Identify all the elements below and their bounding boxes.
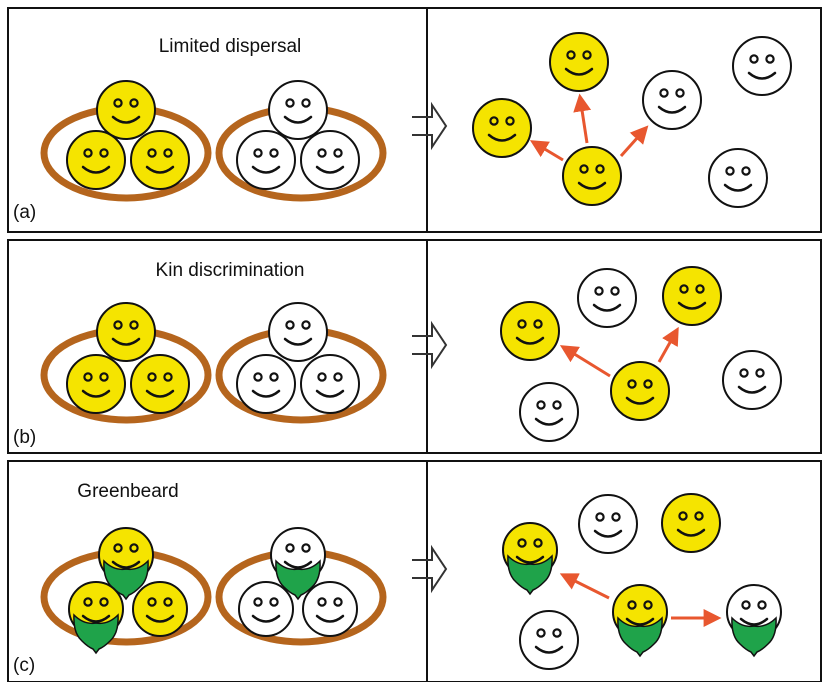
transition-arrow — [412, 101, 448, 151]
yellow-face — [130, 354, 190, 414]
white-face-bearded — [726, 584, 782, 657]
panel-c-title: Greenbeard — [77, 481, 178, 502]
yellow-face-bearded — [68, 581, 124, 654]
white-face — [708, 148, 768, 208]
yellow-face — [472, 98, 532, 158]
yellow-face — [96, 302, 156, 362]
panel-b-letter: (b) — [13, 427, 36, 448]
dispersal-arrow — [559, 573, 610, 600]
white-face — [300, 354, 360, 414]
yellow-face — [132, 581, 188, 637]
white-face — [236, 354, 296, 414]
white-face — [642, 70, 702, 130]
panel-c-right-box — [426, 460, 822, 682]
yellow-face — [130, 130, 190, 190]
yellow-face-bearded — [612, 584, 668, 657]
yellow-face — [661, 493, 721, 553]
yellow-face — [96, 80, 156, 140]
panel-a-title: Limited dispersal — [159, 36, 302, 57]
white-face — [236, 130, 296, 190]
panel-c: Greenbeard (c) — [7, 460, 822, 682]
white-face — [519, 610, 579, 670]
transition-arrow — [412, 320, 448, 370]
white-face — [732, 36, 792, 96]
dispersal-arrow — [559, 345, 611, 378]
white-face — [300, 130, 360, 190]
panel-a: Limited dispersal (a) — [7, 7, 822, 233]
dispersal-arrow — [619, 125, 649, 157]
white-face — [519, 382, 579, 442]
white-face-bearded — [270, 527, 326, 600]
panel-a-letter: (a) — [13, 202, 36, 223]
white-face — [268, 302, 328, 362]
white-face — [722, 350, 782, 410]
panel-c-letter: (c) — [13, 655, 35, 676]
yellow-face — [610, 361, 670, 421]
transition-arrow — [412, 544, 448, 594]
panel-a-right-box — [426, 7, 822, 233]
panel-b-right-box — [426, 239, 822, 454]
yellow-face — [549, 32, 609, 92]
yellow-face — [562, 146, 622, 206]
dispersal-arrow — [573, 93, 592, 144]
yellow-face — [66, 130, 126, 190]
dispersal-arrow — [529, 140, 564, 162]
yellow-face — [66, 354, 126, 414]
yellow-face — [662, 266, 722, 326]
yellow-face-bearded — [98, 527, 154, 600]
white-face — [238, 581, 294, 637]
white-face — [577, 268, 637, 328]
dispersal-arrow — [657, 326, 679, 363]
yellow-face — [500, 301, 560, 361]
yellow-face-bearded — [502, 522, 558, 595]
white-face — [268, 80, 328, 140]
panel-b-title: Kin discrimination — [156, 260, 305, 281]
white-face — [302, 581, 358, 637]
white-face — [578, 494, 638, 554]
panel-b: Kin discrimination (b) — [7, 239, 822, 454]
